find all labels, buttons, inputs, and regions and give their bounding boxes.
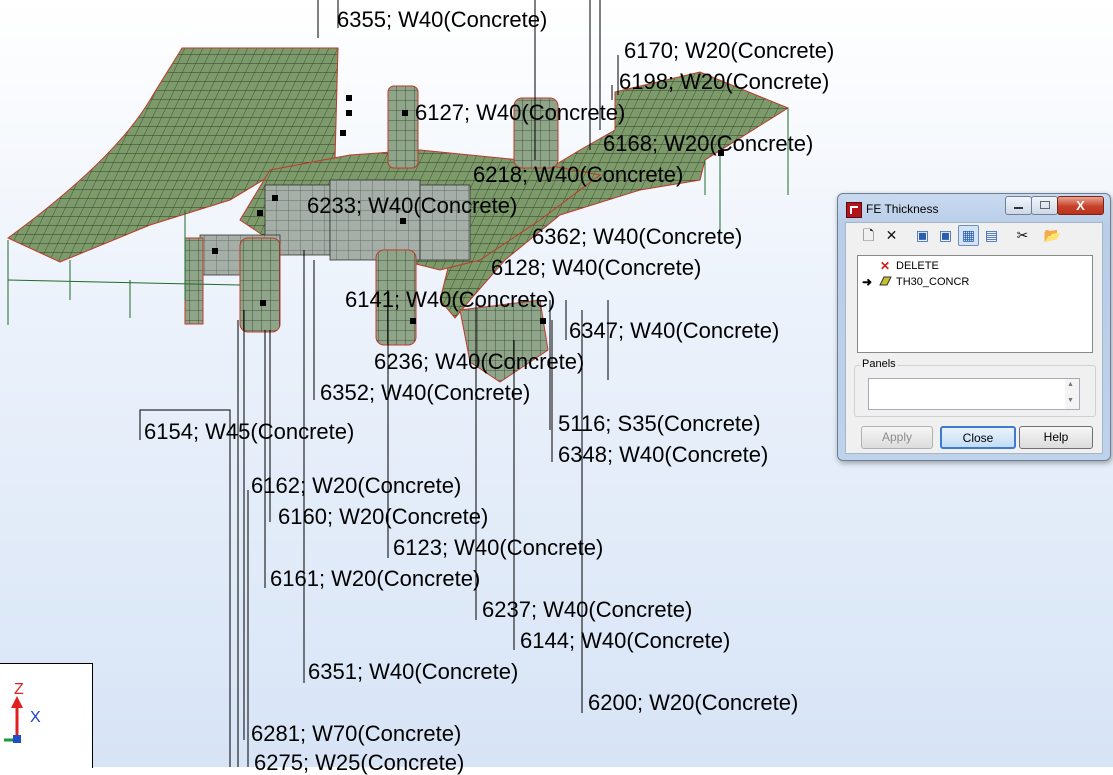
panels-label: Panels bbox=[860, 358, 898, 370]
scroll-up-icon[interactable]: ▲ bbox=[1067, 381, 1074, 388]
dialog-title: FE Thickness bbox=[866, 202, 939, 216]
element-label: 6362; W40(Concrete) bbox=[532, 224, 743, 249]
panels-scrollbar[interactable]: ▲ ▼ bbox=[1065, 379, 1079, 409]
maximize-button[interactable] bbox=[1031, 196, 1058, 215]
wall-c bbox=[419, 184, 471, 261]
list-item-label: DELETE bbox=[896, 260, 939, 272]
list-item-label: TH30_CONCR bbox=[896, 276, 970, 288]
thickness-icon bbox=[878, 275, 892, 289]
element-label: 6351; W40(Concrete) bbox=[308, 659, 519, 684]
list-item[interactable]: ➜ TH30_CONCR bbox=[858, 274, 1090, 290]
view-icon-2[interactable]: ▣ bbox=[938, 227, 953, 243]
list-item[interactable]: ✕ DELETE bbox=[858, 258, 1090, 274]
element-label: 6347; W40(Concrete) bbox=[569, 318, 780, 343]
panels-group bbox=[854, 365, 1096, 417]
frame-lines-left bbox=[7, 210, 241, 325]
element-label: 6144; W40(Concrete) bbox=[520, 628, 731, 653]
element-label: 6162; W20(Concrete) bbox=[251, 473, 462, 498]
app-icon bbox=[846, 202, 862, 218]
axis-x-label: X bbox=[30, 709, 41, 726]
cylinder-2 bbox=[513, 97, 559, 169]
element-label: 6236; W40(Concrete) bbox=[374, 349, 585, 374]
element-label: 6281; W70(Concrete) bbox=[251, 721, 462, 746]
element-label: 6218; W40(Concrete) bbox=[473, 162, 684, 187]
axis-indicator: Z X bbox=[0, 663, 93, 768]
cylinder-6 bbox=[459, 299, 549, 383]
element-label: 6348; W40(Concrete) bbox=[558, 442, 769, 467]
left-slab bbox=[7, 47, 339, 263]
close-icon: X bbox=[1076, 198, 1085, 213]
cylinder-5 bbox=[184, 237, 204, 325]
element-label: 5116; S35(Concrete) bbox=[558, 411, 761, 436]
apply-button[interactable]: Apply bbox=[861, 426, 933, 449]
view-icon-1[interactable]: ▣ bbox=[915, 227, 930, 243]
thickness-list[interactable]: ✕ DELETE ➜ TH30_CONCR bbox=[857, 255, 1093, 353]
element-label: 6200; W20(Concrete) bbox=[588, 690, 799, 715]
arrow-right-icon: ➜ bbox=[861, 275, 873, 289]
element-label: 6161; W20(Concrete) bbox=[270, 566, 481, 591]
element-label: 6123; W40(Concrete) bbox=[393, 535, 604, 560]
element-label: 6237; W40(Concrete) bbox=[482, 597, 693, 622]
axis-icon bbox=[4, 696, 23, 743]
view-icon-3[interactable]: ▦ bbox=[958, 225, 979, 246]
markers bbox=[212, 95, 724, 324]
wall-b bbox=[329, 179, 421, 261]
element-label: 6128; W40(Concrete) bbox=[491, 255, 702, 280]
element-label: 6275; W25(Concrete) bbox=[254, 750, 465, 775]
view-icon-4[interactable]: ▤ bbox=[984, 227, 999, 243]
delete-icon[interactable]: ✕ bbox=[885, 227, 898, 243]
open-folder-icon[interactable]: 📂 bbox=[1043, 227, 1062, 243]
element-label: 6127; W40(Concrete) bbox=[415, 100, 626, 125]
panels-input[interactable]: ▲ ▼ bbox=[868, 378, 1080, 410]
cylinder-3 bbox=[239, 237, 281, 333]
window-close-button[interactable]: X bbox=[1057, 196, 1104, 215]
element-label: 6355; W40(Concrete) bbox=[337, 7, 548, 32]
element-label: 6352; W40(Concrete) bbox=[320, 380, 531, 405]
element-label: 6160; W20(Concrete) bbox=[278, 504, 489, 529]
new-icon[interactable]: 🗋 bbox=[862, 227, 875, 243]
dialog-client-area: 🗋 ✕ ▣ ▣ ▦ ▤ ✂ 📂 ✕ DELETE ➜ TH30_CONCR Pa… bbox=[845, 222, 1103, 454]
help-button[interactable]: Help bbox=[1019, 426, 1093, 449]
scroll-down-icon[interactable]: ▼ bbox=[1067, 397, 1074, 404]
fe-thickness-dialog[interactable]: FE Thickness X 🗋 ✕ ▣ ▣ ▦ ▤ ✂ 📂 ✕ DELETE … bbox=[837, 193, 1111, 461]
leader-lines bbox=[139, 0, 619, 767]
element-label: 6170; W20(Concrete) bbox=[624, 38, 835, 63]
cylinder-4 bbox=[375, 249, 417, 346]
element-label: 6154; W45(Concrete) bbox=[144, 419, 355, 444]
cut-icon[interactable]: ✂ bbox=[1016, 227, 1029, 243]
axis-z-label: Z bbox=[14, 681, 24, 698]
element-label: 6198; W20(Concrete) bbox=[619, 69, 830, 94]
element-label: 6233; W40(Concrete) bbox=[307, 193, 518, 218]
minimize-button[interactable] bbox=[1005, 196, 1032, 215]
element-label: 6141; W40(Concrete) bbox=[345, 287, 556, 312]
dialog-titlebar[interactable]: FE Thickness X bbox=[838, 194, 1110, 220]
element-label: 6168; W20(Concrete) bbox=[603, 131, 814, 156]
red-x-icon: ✕ bbox=[879, 259, 891, 273]
cylinder-1 bbox=[387, 85, 419, 169]
close-button[interactable]: Close bbox=[940, 426, 1016, 449]
